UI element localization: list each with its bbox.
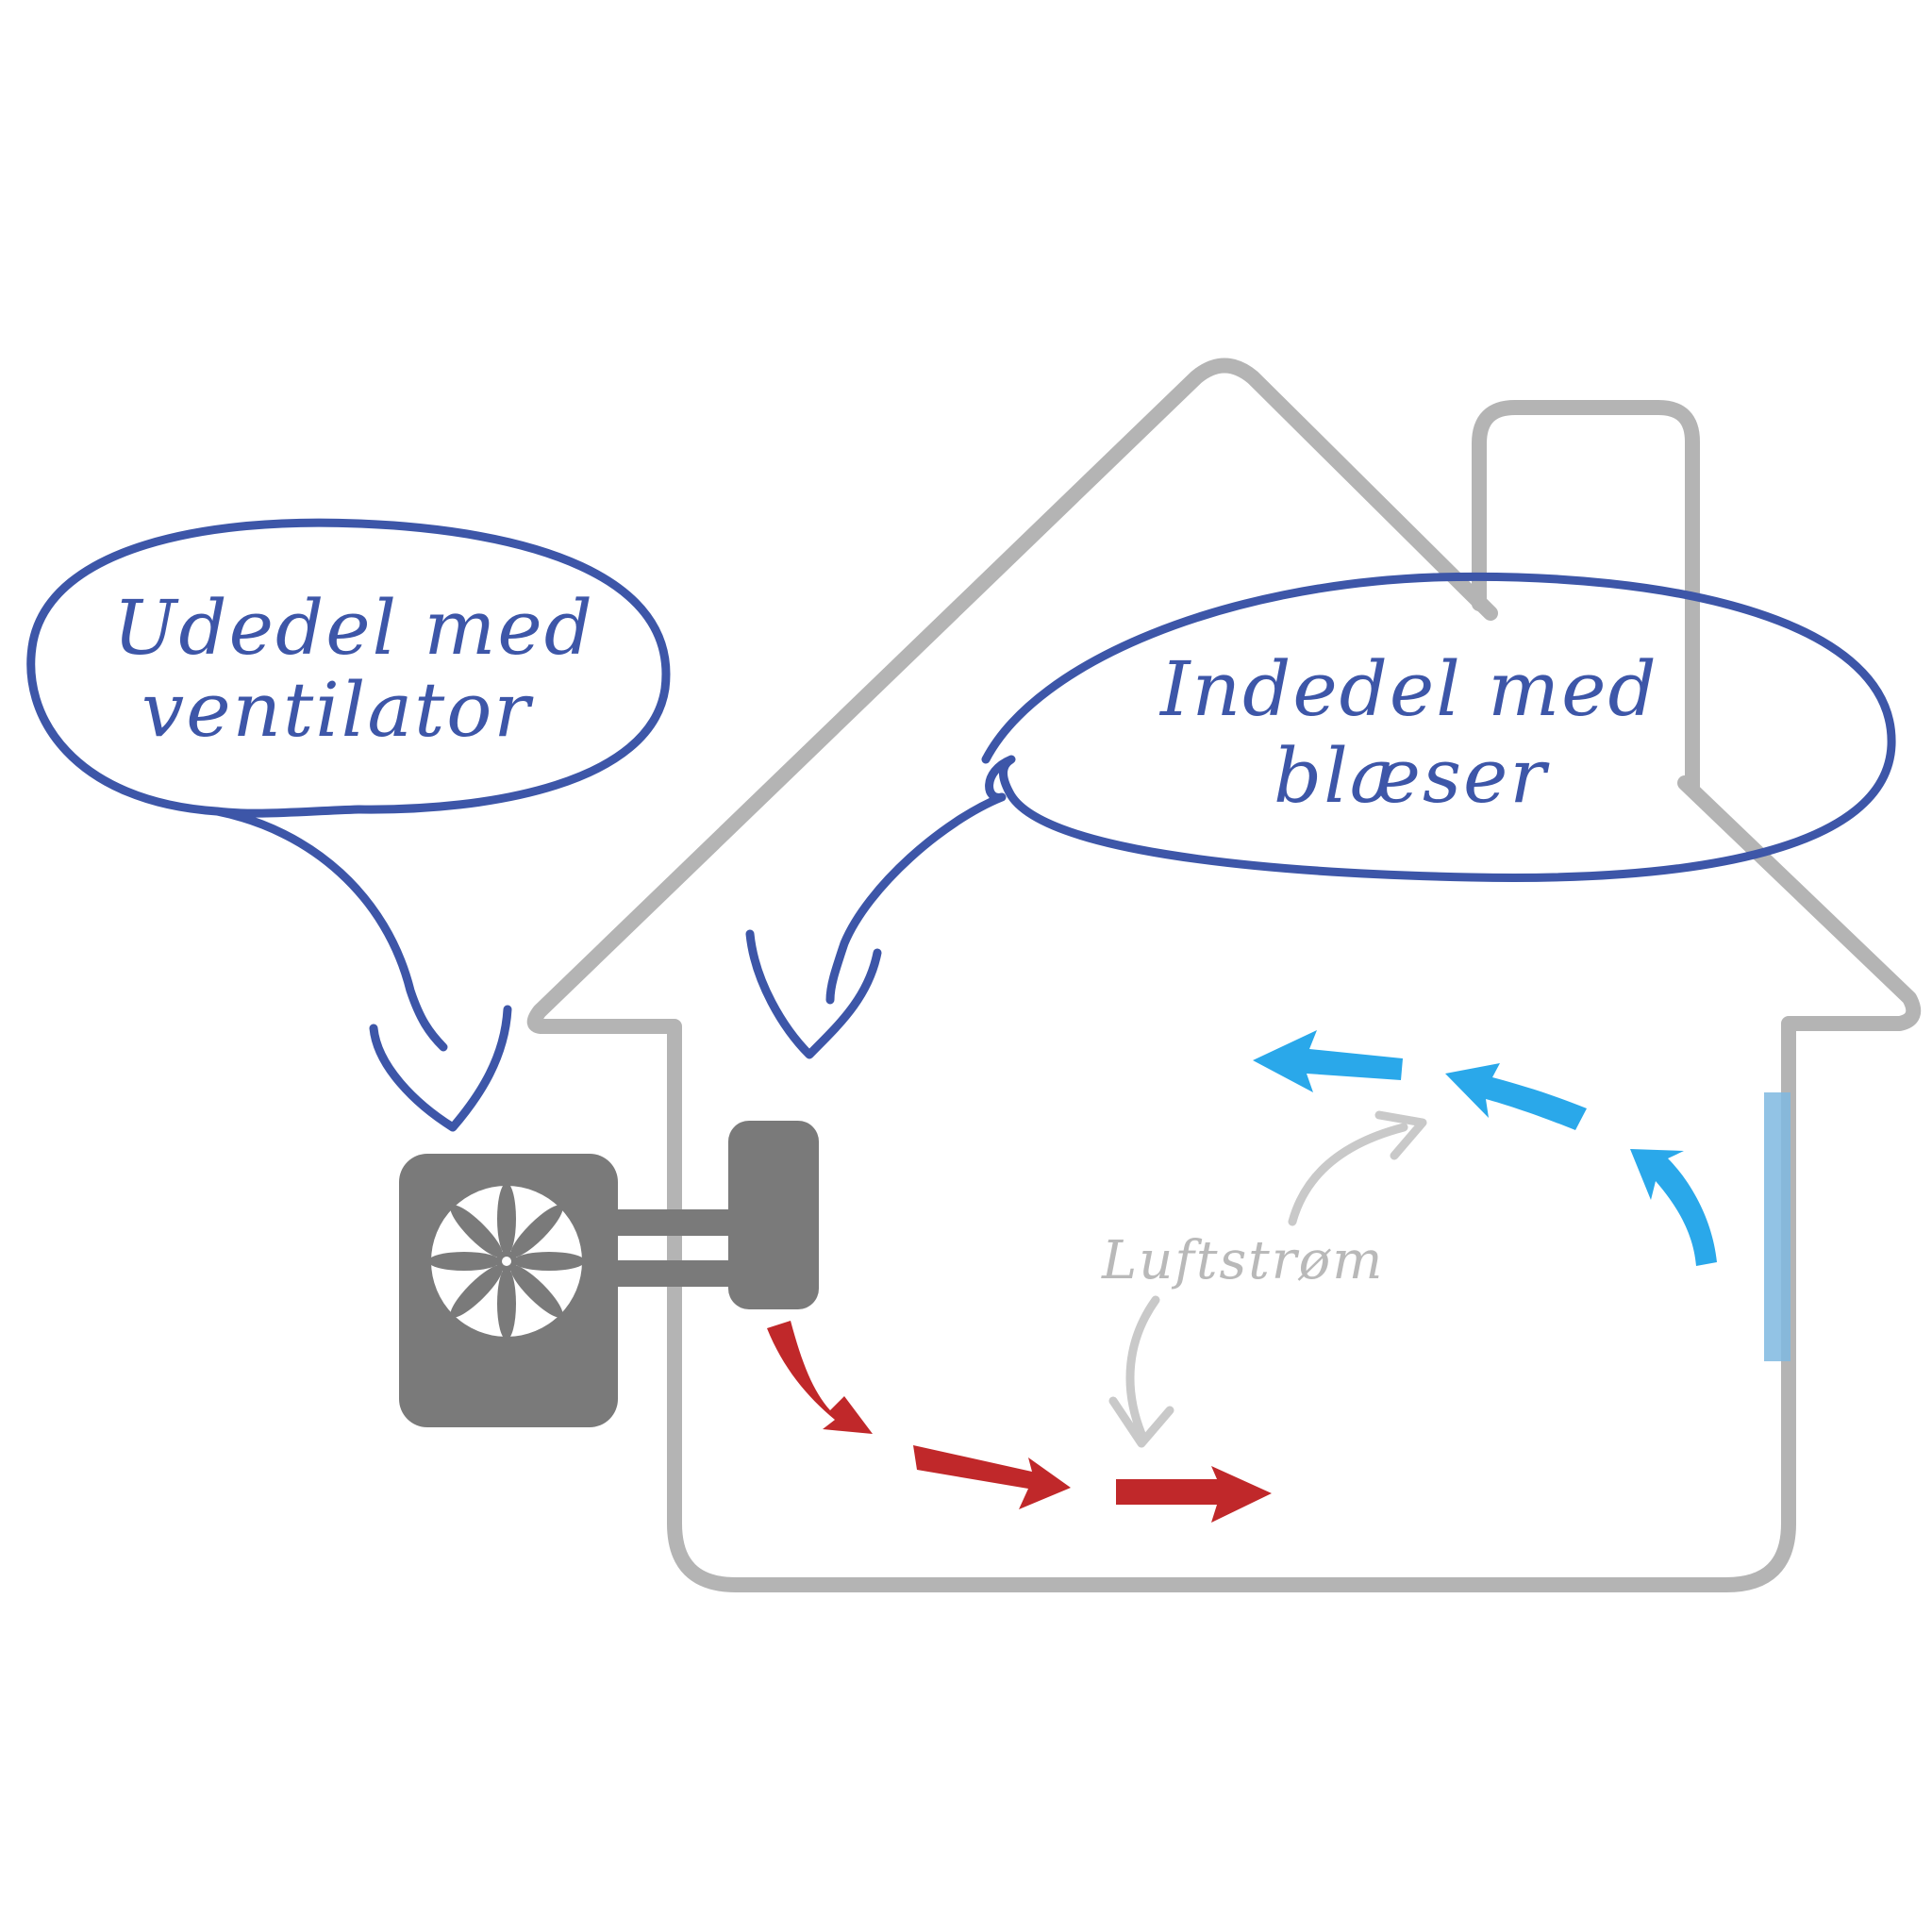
warm-air-arrow-icon [913,1445,1071,1509]
cool-air-arrow-icon [1253,1030,1403,1092]
fan-icon [428,1183,585,1340]
outdoor-callout-line2: ventilator [142,666,534,754]
warm-air-arrows [767,1321,1272,1523]
indoor-callout-line1: Indedel med [1158,645,1658,733]
airflow-label: Luftstrøm [1101,1230,1384,1291]
outdoor-unit [399,1154,618,1427]
house-outline [526,358,1922,1592]
indoor-unit [728,1121,819,1309]
indoor-callout-bubble [745,572,1896,1059]
chimney [1472,400,1700,795]
indoor-callout-line2: blæser [1274,732,1550,820]
cool-air-arrow-icon [1630,1149,1717,1266]
house-walls-and-roof [526,358,1498,1319]
window [1764,1092,1790,1361]
refrigerant-pipes [613,1209,736,1287]
warm-air-arrow-icon [1116,1466,1272,1523]
outdoor-callout: Udedel med ventilator [26,518,671,1132]
cool-air-arrow-icon [1445,1063,1587,1130]
warm-air-arrow-icon [767,1321,873,1434]
cool-air-arrows [1253,1030,1717,1266]
airflow-pointer-up [1288,1110,1427,1226]
airflow-pointer-down [1108,1295,1174,1448]
indoor-callout: Indedel med blæser [745,572,1896,1059]
airflow-annotation: Luftstrøm [1101,1110,1427,1448]
outdoor-callout-bubble [26,518,671,1132]
outdoor-callout-line1: Udedel med [113,584,594,672]
house-roof-right [667,775,1922,1592]
